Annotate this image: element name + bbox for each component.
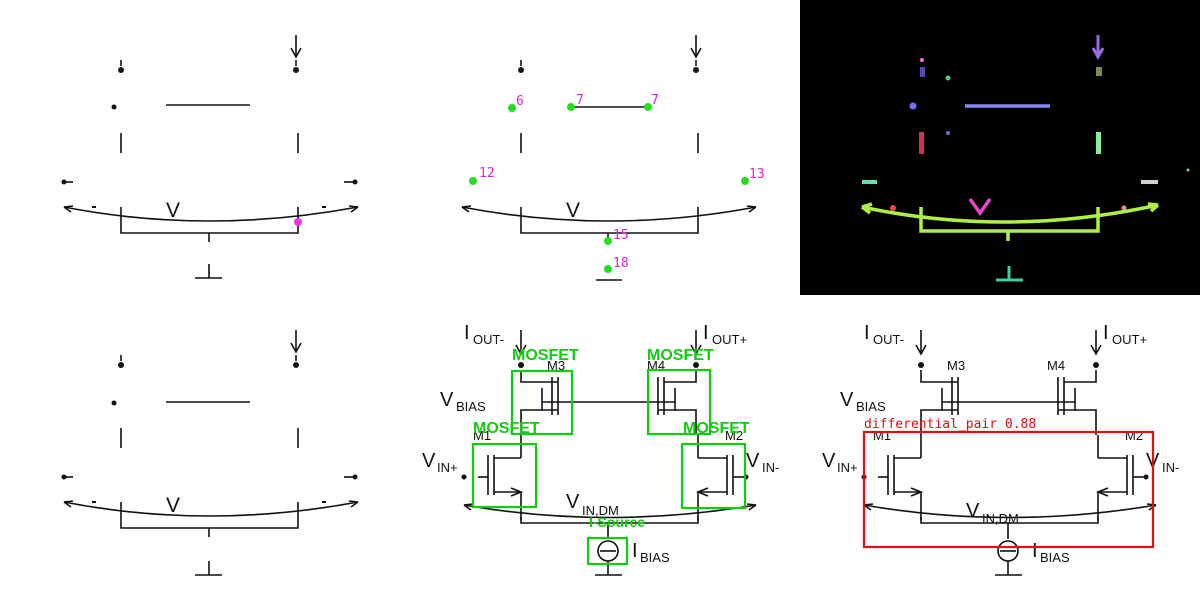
m3-label: M3 [947,358,965,373]
vbias-label: V [840,389,854,411]
detection-box-isource [586,536,629,566]
iout-plus-label: I [703,322,709,344]
vbias-label: V [440,389,454,411]
point-7a [567,103,575,111]
detection-box-m2 [680,442,747,510]
iout-minus-label: I [464,322,470,344]
m2-label: M2 [1125,428,1143,443]
panel-subcircuit-group: I OUT- I OUT+ M3 M4 V BIAS M1 M2 V IN+ V… [800,295,1200,590]
vin-minus-label: V [746,450,760,472]
detection-box-m1 [471,442,538,509]
iout-plus-label: I [1103,322,1109,344]
m3-label: M3 [547,358,565,373]
v-label: V [166,494,180,517]
panel-skeleton-highlight: V [0,0,400,295]
vin-plus-sub: IN+ [437,460,458,475]
detection-label: MOSFET [683,420,750,437]
iout-plus-sub: OUT+ [1112,332,1147,347]
ibias-sub: BIAS [1040,550,1070,565]
highlighted-point [294,218,302,226]
detection-box-m3 [510,369,574,436]
v-label: V [566,199,580,222]
m4-label: M4 [1047,358,1065,373]
m1-label: M1 [473,428,491,443]
vbias-sub: BIAS [856,399,886,414]
vindm-sub: IN,DM [982,511,1019,526]
point-label: 12 [479,166,495,181]
point-7b [644,103,652,111]
panel-detections: I OUT- I OUT+ M3 M4 V BIAS M1 M2 V IN+ V… [400,295,800,590]
vin-plus-sub: IN+ [837,460,858,475]
vin-plus-label: V [422,450,436,472]
vindm-sub: IN,DM [582,503,619,518]
point-label: 6 [516,94,524,109]
v-label: V [166,199,180,222]
point-6 [508,104,516,112]
point-15 [604,237,612,245]
ibias-label: I [1032,540,1038,562]
detection-label: I-Source [589,514,645,530]
vindm-label: V [566,491,580,513]
point-label: 18 [613,256,629,271]
vbias-sub: BIAS [456,399,486,414]
detection-label: MOSFET [512,347,579,364]
m2-label: M2 [725,428,743,443]
point-label: 7 [576,93,584,108]
differential-pair-box [862,430,1155,549]
iout-minus-label: I [864,322,870,344]
vin-plus-label: V [822,450,836,472]
iout-minus-sub: OUT- [873,332,904,347]
ibias-label: I [632,540,638,562]
point-label: 13 [749,167,765,182]
detection-box-m4 [646,368,712,436]
detection-label: MOSFET [473,420,540,437]
point-18 [604,265,612,273]
iout-plus-sub: OUT+ [712,332,747,347]
point-label: 7 [651,93,659,108]
panel-skeleton-points: V 6 7 7 12 13 15 18 [400,0,800,295]
detection-label: MOSFET [647,347,714,364]
point-12 [469,177,477,185]
iout-minus-sub: OUT- [473,332,504,347]
panel-segmentation-mask [800,0,1200,295]
vin-minus-sub: IN- [1162,460,1179,475]
point-label: 15 [613,228,629,243]
panel-skeleton: V [0,295,400,590]
ibias-sub: BIAS [640,550,670,565]
vin-minus-sub: IN- [762,460,779,475]
vindm-label: V [966,500,980,522]
point-13 [741,177,749,185]
group-label: differential_pair 0.88 [864,417,1036,432]
